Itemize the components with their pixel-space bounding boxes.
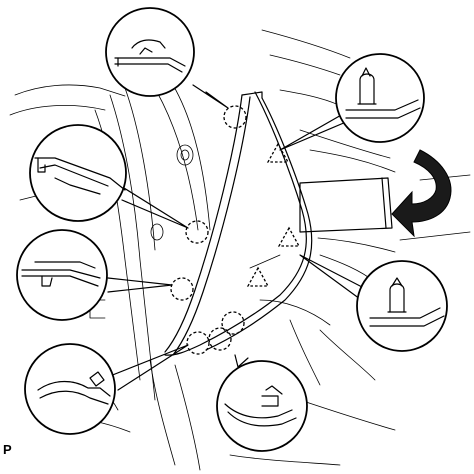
claw-marker-2 bbox=[185, 220, 209, 244]
claw-marker-4 bbox=[186, 331, 210, 355]
removal-arrow bbox=[299, 149, 452, 238]
vehicle-body-outline bbox=[9, 29, 471, 471]
claw-marker-6 bbox=[221, 311, 245, 335]
curved-arrow-icon bbox=[391, 149, 452, 238]
callout-middle-left bbox=[16, 229, 108, 321]
callout-bottom-center bbox=[216, 360, 308, 452]
clip-marker-3 bbox=[246, 266, 270, 287]
clip-marker-1 bbox=[266, 142, 290, 163]
pillar-garnish bbox=[164, 91, 313, 356]
callout-top bbox=[105, 7, 195, 97]
callout-lower-right bbox=[356, 260, 448, 352]
claw-marker-3 bbox=[170, 277, 194, 301]
leader-lines bbox=[107, 84, 363, 391]
claw-markers bbox=[170, 105, 247, 355]
figure-id-label: P bbox=[3, 442, 12, 457]
callout-upper-right bbox=[335, 53, 425, 143]
clip-marker-2 bbox=[277, 226, 301, 247]
clip-markers bbox=[246, 142, 301, 287]
claw-marker-1 bbox=[223, 105, 247, 129]
claw-marker-5 bbox=[208, 327, 232, 351]
callout-lower-left bbox=[24, 343, 116, 435]
callout-upper-left bbox=[29, 124, 127, 222]
